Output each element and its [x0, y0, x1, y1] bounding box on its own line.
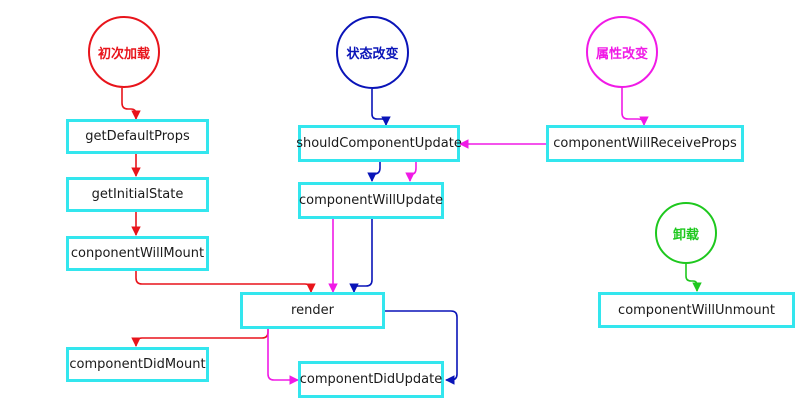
shouldcomponentupdate-box: shouldComponentUpdate: [296, 125, 462, 162]
getinitialstate-box: getInitialState: [66, 177, 209, 212]
unmount-circle: 卸载: [655, 202, 717, 264]
edge-state-change-to-shouldcomponentupdate: [371, 89, 391, 126]
componentwillreceiveprops-label: componentWillReceiveProps: [553, 136, 737, 151]
edge-conponentwillmount-to-render: [135, 270, 316, 293]
componentwillunmount-box: componentWillUnmount: [598, 292, 795, 328]
conponentwillmount-label: conponentWillMount: [70, 246, 205, 261]
prop-change-circle: 属性改变: [586, 16, 658, 88]
componentdidupdate-label: componentDidUpdate: [299, 372, 443, 387]
state-change-circle: 状态改变: [336, 16, 409, 89]
edge-shouldcomponentupdate-to-componentwillupdate-blue: [367, 162, 381, 182]
edge-unmount-to-componentwillunmount: [685, 263, 702, 292]
componentdidmount-label: componentDidMount: [69, 357, 206, 372]
shouldcomponentupdate-label: shouldComponentUpdate: [296, 136, 462, 151]
componentdidmount-box: componentDidMount: [66, 347, 209, 382]
getinitialstate-label: getInitialState: [91, 187, 184, 202]
componentdidupdate-box: componentDidUpdate: [298, 361, 444, 398]
componentwillupdate-box: componentWillUpdate: [298, 182, 444, 219]
componentwillupdate-label: componentWillUpdate: [298, 193, 444, 208]
getdefaultprops-label: getDefaultProps: [85, 129, 190, 144]
edge-componentwillupdate-to-render-blue: [349, 219, 373, 293]
initial-load-circle: 初次加载: [88, 16, 160, 88]
conponentwillmount-box: conponentWillMount: [66, 236, 209, 271]
edge-shouldcomponentupdate-to-componentwillupdate-magenta: [405, 162, 417, 182]
edge-prop-change-to-componentwillreceiveprops: [621, 88, 649, 126]
edge-render-to-componentdidupdate-blue: [384, 310, 458, 385]
componentwillunmount-label: componentWillUnmount: [618, 302, 775, 318]
edge-render-to-componentdidmount: [131, 328, 269, 347]
render-box: render: [240, 292, 385, 329]
edge-render-to-componentdidupdate-magenta: [267, 328, 299, 385]
edge-initial-load-to-getdefaultprops: [121, 88, 141, 120]
initial-load-label: 初次加载: [97, 46, 150, 62]
getdefaultprops-box: getDefaultProps: [66, 119, 209, 154]
unmount-label: 卸载: [672, 227, 699, 243]
prop-change-label: 属性改变: [595, 46, 648, 62]
componentwillreceiveprops-box: componentWillReceiveProps: [546, 125, 744, 162]
state-change-label: 状态改变: [346, 47, 399, 62]
render-label: render: [291, 303, 334, 318]
